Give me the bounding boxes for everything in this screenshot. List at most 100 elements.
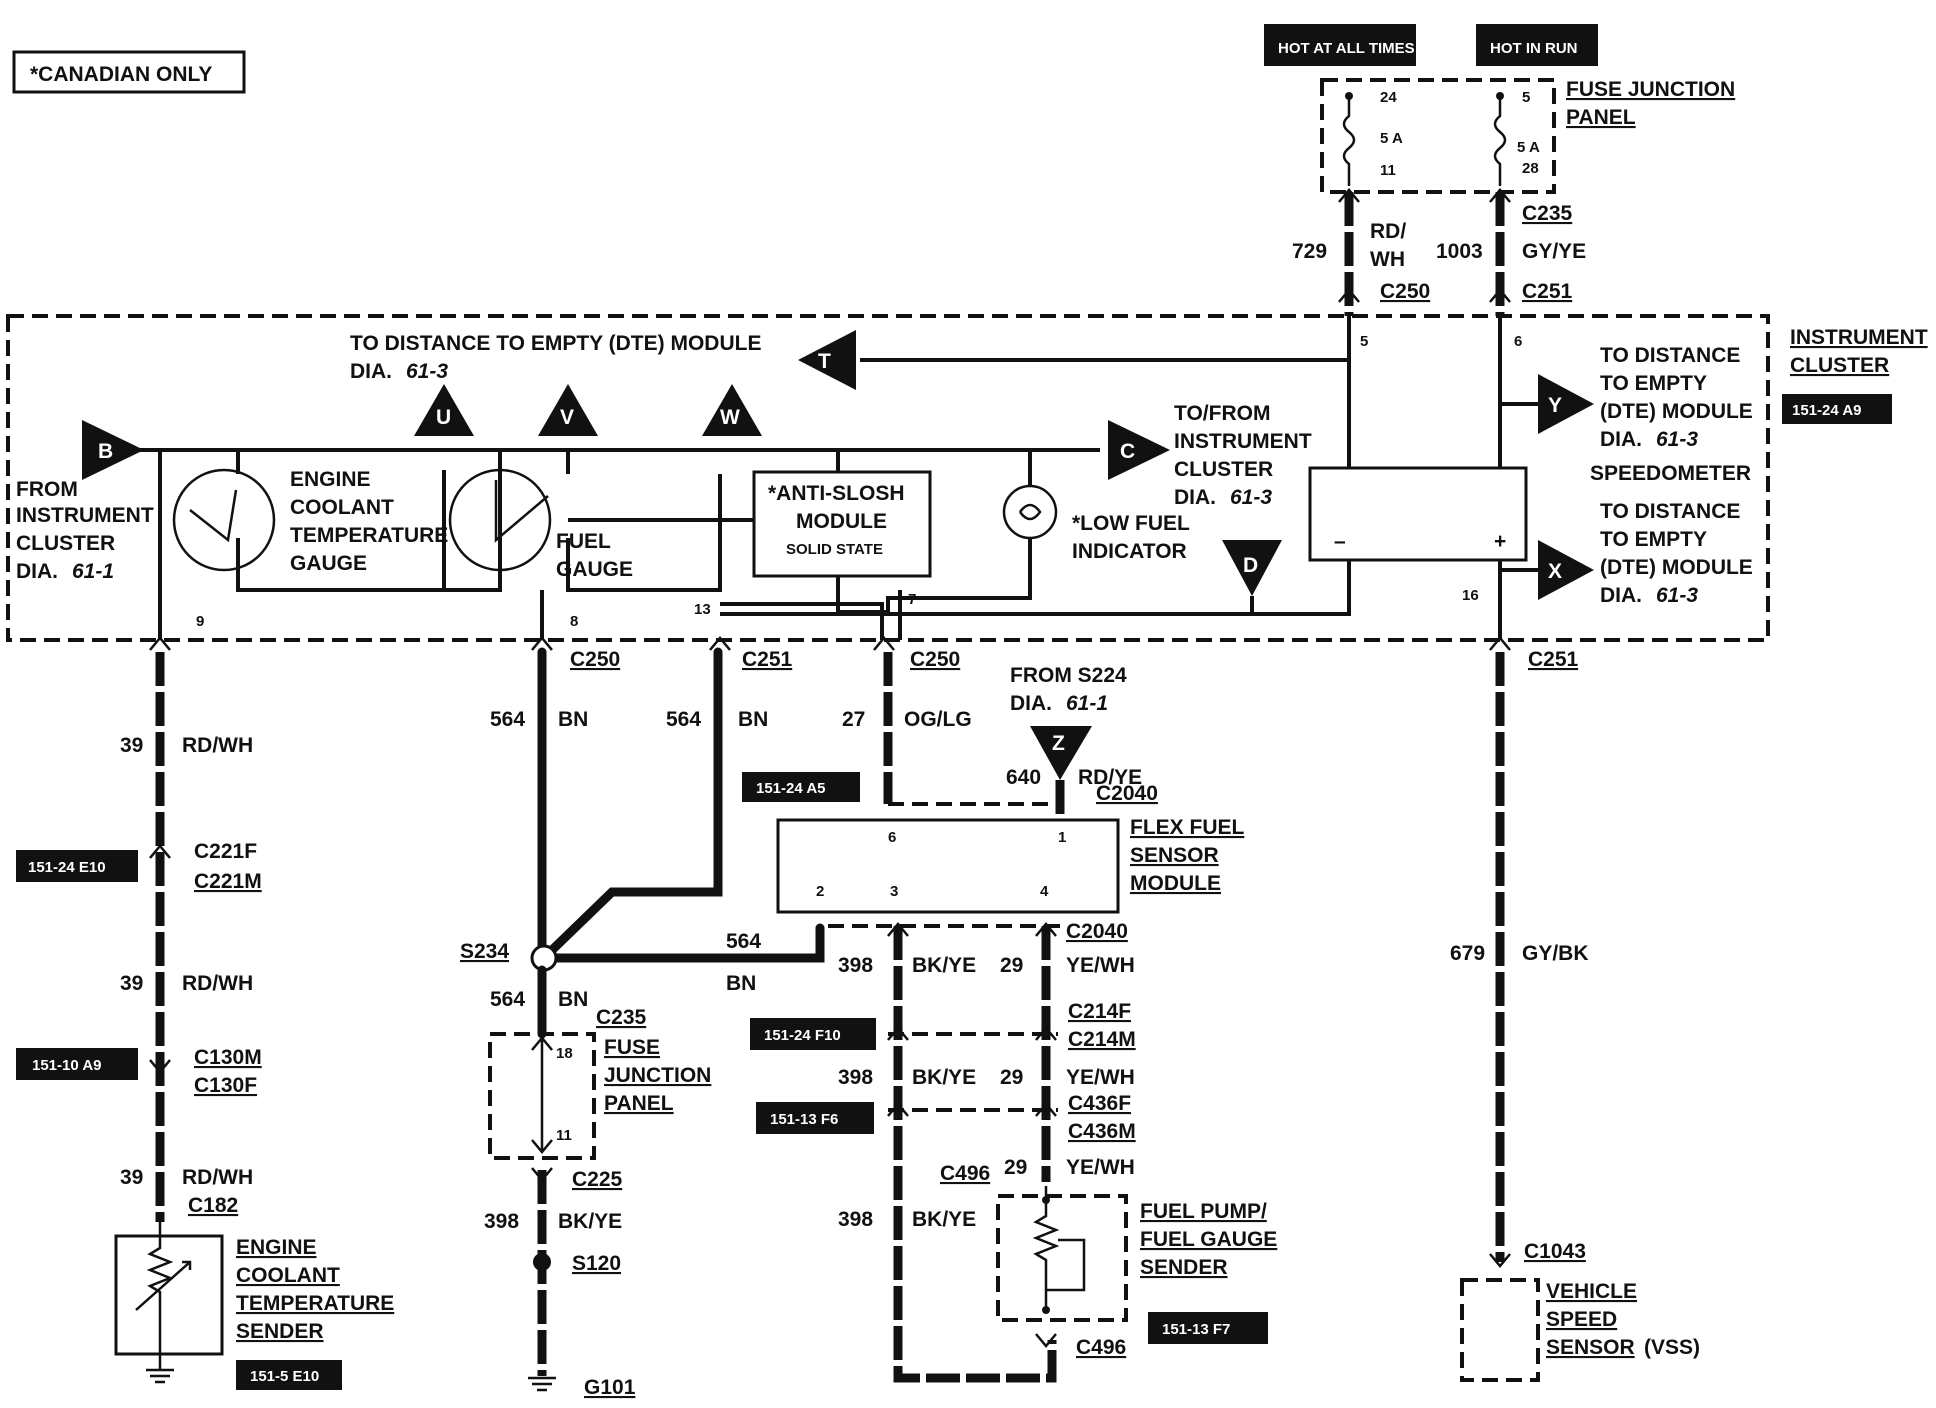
connector-c221f: C221F — [194, 840, 257, 863]
wire-564-right — [545, 647, 723, 957]
from-cluster-dia: DIA. — [16, 560, 58, 583]
anti-slosh-label: *ANTI-SLOSH — [768, 482, 905, 505]
wire-29-number-1: 29 — [1000, 954, 1023, 977]
connector-c130f: C130F — [194, 1074, 257, 1097]
ect-sender-label-4: SENDER — [236, 1320, 324, 1343]
dte-module-top-dia: DIA. — [350, 360, 392, 383]
wire-564-right-color: BN — [738, 708, 768, 731]
fuel-pump-sender-wiper — [1046, 1238, 1086, 1292]
ect-sender-variable-arrow — [135, 1260, 192, 1311]
fuel-pump-sender-resistor — [1032, 1186, 1060, 1310]
fuel-gauge-needle — [494, 480, 549, 543]
connector-c251-top: C251 — [1522, 280, 1573, 303]
wire-29-number-3: 29 — [1004, 1156, 1027, 1179]
arrow-b-label: B — [98, 440, 113, 463]
fuse-24-top-terminal — [1345, 92, 1353, 100]
ref-151-13-f6-tag — [756, 1102, 874, 1134]
wire-640-number: 640 — [1006, 766, 1041, 789]
speedometer-minus: – — [1334, 530, 1346, 553]
pin-8: 8 — [570, 613, 578, 630]
cluster-bottom-connector-marks — [149, 636, 1511, 651]
fuel-gauge — [448, 468, 552, 572]
ref-151-5-e10-tag — [236, 1360, 342, 1390]
wire-398-ground-color: BK/YE — [558, 1210, 622, 1233]
connector-c251-left: C251 — [742, 648, 793, 671]
dte-right1-label: TO DISTANCE — [1600, 344, 1740, 367]
ref-151-10-a9-tag — [16, 1048, 138, 1080]
dte-right1-dia-num: 61-3 — [1656, 428, 1698, 451]
wire-729-color: RD/ — [1370, 220, 1406, 243]
vss-label: VEHICLE — [1546, 1280, 1637, 1303]
arrow-v-label: V — [560, 406, 574, 429]
wire-39-number-1: 39 — [120, 734, 143, 757]
ect-gauge-label-4: GAUGE — [290, 552, 367, 575]
arrow-v — [538, 384, 598, 436]
wire-27-color: OG/LG — [904, 708, 972, 731]
pin-7: 7 — [908, 591, 916, 608]
pin-16: 16 — [1462, 587, 1479, 604]
wire-speedometer-minus-return — [720, 360, 1351, 616]
dte-right2-dia-num: 61-3 — [1656, 584, 1698, 607]
connector-c221m: C221M — [194, 870, 262, 893]
connector-c496-bottom: C496 — [1076, 1336, 1126, 1359]
fjp-lower-label-3: PANEL — [604, 1092, 674, 1115]
splice-s120-label: S120 — [572, 1252, 621, 1275]
wire-pin13 — [720, 602, 884, 640]
low-fuel-indicator-lamp — [1002, 484, 1058, 540]
wire-39-number-3: 39 — [120, 1166, 143, 1189]
wire-39-color-3: RD/WH — [182, 1166, 253, 1189]
vss-label-2: SPEED — [1546, 1308, 1617, 1331]
ref-151-24-f10-tag — [750, 1018, 876, 1050]
connector-c235-top: C235 — [1522, 202, 1573, 225]
fuse-24-top-pin: 24 — [1380, 89, 1397, 106]
flex-pin-1: 1 — [1058, 829, 1066, 846]
ref-151-24-e10: 151-24 E10 — [28, 859, 106, 876]
hot-in-run-tag — [1476, 24, 1598, 66]
fuse-5-bottom-pin: 28 — [1522, 160, 1539, 177]
hot-at-all-times-tag — [1264, 24, 1416, 66]
flex-fuel-module-label-2: SENSOR — [1130, 844, 1219, 867]
arrow-c-label: C — [1120, 440, 1135, 463]
fjp-pin-18: 18 — [556, 1045, 573, 1062]
connector-c225: C225 — [572, 1168, 623, 1191]
tofrom-cluster-label: TO/FROM — [1174, 402, 1270, 425]
ref-151-24-a5: 151-24 A5 — [756, 780, 826, 797]
fuel-gauge-label-2: GAUGE — [556, 558, 633, 581]
wire-398-right-number-3: 398 — [838, 1208, 873, 1231]
dte-right1-label-2: TO EMPTY — [1600, 372, 1707, 395]
wire-29-color-3: YE/WH — [1066, 1156, 1135, 1179]
c130-connector-mark — [149, 1059, 171, 1074]
fuel-pump-sender-label: FUEL PUMP/ — [1140, 1200, 1267, 1223]
tofrom-cluster-label-2: INSTRUMENT — [1174, 430, 1312, 453]
c496-bottom-connector-mark — [1035, 1333, 1057, 1348]
arrow-y — [1538, 374, 1594, 434]
wire-29-color-1: YE/WH — [1066, 954, 1135, 977]
dte-right2-label: TO DISTANCE — [1600, 500, 1740, 523]
wire-27-number: 27 — [842, 708, 865, 731]
arrow-z-label: Z — [1052, 732, 1065, 755]
speedometer-plus: + — [1494, 530, 1506, 553]
flex-pin-4: 4 — [1040, 883, 1049, 900]
arrow-d — [1222, 540, 1282, 596]
wire-564-splice-number: 564 — [726, 930, 761, 953]
ref-151-13-f7-tag — [1148, 1312, 1268, 1344]
connector-c250-right: C250 — [910, 648, 960, 671]
wire-398-right-number-1: 398 — [838, 954, 873, 977]
arrow-d-label: D — [1243, 554, 1258, 577]
connector-c2040-top: C2040 — [1096, 782, 1158, 805]
ect-sender-label-3: TEMPERATURE — [236, 1292, 394, 1315]
from-cluster-label: FROM — [16, 478, 78, 501]
ect-gauge-label-3: TEMPERATURE — [290, 524, 448, 547]
wire-39-color-2: RD/WH — [182, 972, 253, 995]
ref-151-10-a9: 151-10 A9 — [32, 1057, 102, 1074]
hot-in-run-label: HOT IN RUN — [1490, 40, 1578, 57]
speedometer — [1308, 466, 1528, 562]
vss-label-3: SENSOR — [1546, 1336, 1635, 1359]
fuel-gauge-label: FUEL — [556, 530, 611, 553]
arrow-x-label: X — [1548, 560, 1562, 583]
c214-connector-marks — [887, 1026, 1057, 1041]
instrument-cluster-ref: 151-24 A9 — [1792, 402, 1862, 419]
c436-connector-marks — [887, 1102, 1057, 1117]
connector-c436m: C436M — [1068, 1120, 1136, 1143]
low-fuel-lamp-filament — [1018, 503, 1042, 521]
